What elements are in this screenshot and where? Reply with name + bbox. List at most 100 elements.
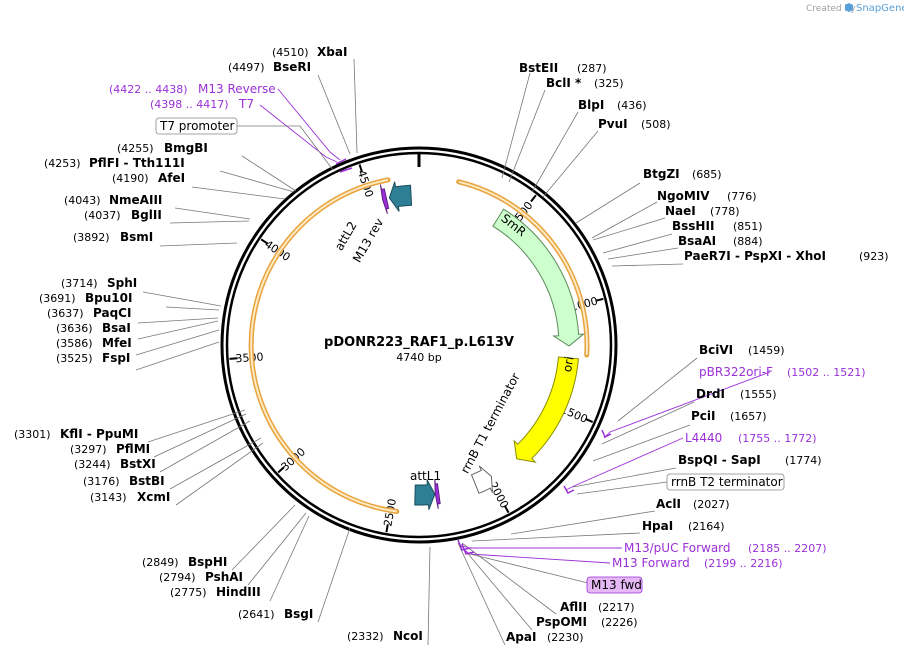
enzyme-label-bsteii[interactable]: BstEII (287)	[519, 61, 607, 75]
svg-text:(508): (508)	[641, 118, 671, 131]
svg-text:(3525): (3525)	[56, 352, 93, 365]
svg-text:M13/pUC Forward: M13/pUC Forward	[624, 541, 731, 555]
enzyme-label-pflfi-tth111i[interactable]: (4253) PflFI - Tth111I	[44, 156, 185, 170]
svg-text:(3143): (3143)	[90, 491, 127, 504]
enzyme-label-pcii[interactable]: PciI (1657)	[691, 409, 767, 423]
enzyme-label-kfli-ppumi[interactable]: (3301) KflI - PpuMI	[14, 427, 138, 441]
enzyme-label-xbai[interactable]: (4510) XbaI	[272, 45, 347, 59]
svg-text:BsmI: BsmI	[120, 230, 153, 244]
snapgene-logo-icon	[845, 3, 853, 12]
svg-text:(3691): (3691)	[39, 292, 76, 305]
svg-text:BsaAI: BsaAI	[678, 234, 716, 248]
enzyme-label-bpu10i[interactable]: (3691) Bpu10I	[39, 291, 132, 305]
enzyme-label-hindiii[interactable]: (2775) HindIII	[170, 585, 261, 599]
enzyme-label-pflmi[interactable]: (3297) PflMI	[70, 442, 150, 456]
enzyme-label-bcivi[interactable]: BciVI (1459)	[699, 343, 785, 357]
svg-text:pBR322ori-F: pBR322ori-F	[699, 365, 773, 379]
primer-label-m13-puc-forward[interactable]: M13/pUC Forward (2185 .. 2207)	[624, 541, 827, 555]
enzyme-label-bspqi-sapi[interactable]: BspQI - SapI (1774)	[678, 453, 822, 467]
svg-text:AfeI: AfeI	[158, 171, 185, 185]
feature-arrow-smr[interactable]	[492, 208, 586, 347]
feature-label-m13rev[interactable]: M13 rev	[350, 216, 386, 265]
enzyme-label-bstbi[interactable]: (3176) BstBI	[83, 474, 165, 488]
credit-brand[interactable]: SnapGene	[856, 3, 904, 14]
primer-label-l4440[interactable]: L4440 (1755 .. 1772)	[685, 431, 817, 445]
feature-label-attl1[interactable]: attL1	[410, 469, 441, 483]
svg-text:BciVI: BciVI	[699, 343, 733, 357]
primer-label-m13-forward[interactable]: M13 Forward (2199 .. 2216)	[612, 556, 783, 570]
enzyme-label-bglii[interactable]: (4037) BglII	[84, 208, 162, 222]
primer-label-pbr322ori-f[interactable]: pBR322ori-F (1502 .. 1521)	[699, 365, 866, 379]
enzyme-label-blpi[interactable]: BlpI (436)	[578, 98, 647, 112]
feature-arrow-attl1[interactable]	[414, 479, 436, 510]
enzyme-label-naei[interactable]: NaeI (778)	[665, 204, 740, 218]
primer-label-t7[interactable]: (4398 .. 4417) T7	[150, 97, 254, 111]
enzyme-label-bseri[interactable]: (4497) BseRI	[228, 60, 311, 74]
svg-text:(2641): (2641)	[238, 608, 275, 621]
feature-arrow-m13fwdbox[interactable]	[434, 479, 441, 509]
enzyme-label-pspomi[interactable]: PspOMI (2226)	[536, 615, 638, 629]
svg-text:MfeI: MfeI	[102, 336, 132, 350]
enzyme-label-bmgbi[interactable]: (4255) BmgBI	[117, 141, 208, 155]
svg-text:BtgZI: BtgZI	[643, 167, 680, 181]
enzyme-label-paqci[interactable]: (3637) PaqCI	[47, 306, 131, 320]
svg-text:BspHI: BspHI	[188, 555, 227, 569]
enzyme-label-pshai[interactable]: (2794) PshAI	[159, 570, 243, 584]
enzyme-label-acli[interactable]: AclI (2027)	[656, 497, 730, 511]
svg-text:(1774): (1774)	[785, 454, 822, 467]
svg-text:(685): (685)	[692, 168, 722, 181]
enzyme-label-bsgi[interactable]: (2641) BsgI	[238, 607, 313, 621]
enzyme-label-bsai[interactable]: (3636) BsaI	[56, 321, 131, 335]
enzyme-label-bsphi[interactable]: (2849) BspHI	[142, 555, 227, 569]
enzyme-label-btgzi[interactable]: BtgZI (685)	[643, 167, 722, 181]
orf-arc-inner-0	[458, 180, 588, 356]
svg-text:(2164): (2164)	[688, 520, 725, 533]
svg-text:BsaI: BsaI	[102, 321, 131, 335]
feature-label-rrnbt1[interactable]: rrnB T1 terminator	[458, 371, 523, 476]
enzyme-label-bsshii[interactable]: BssHII (851)	[672, 219, 763, 233]
svg-text:NaeI: NaeI	[665, 204, 696, 218]
enzyme-label-bcli[interactable]: BclI * (325)	[546, 76, 624, 90]
feature-label-ori[interactable]: ori	[560, 355, 576, 373]
svg-text:(2794): (2794)	[159, 571, 196, 584]
enzyme-label-paer7i-pspxi-xhoi[interactable]: PaeR7I - PspXI - XhoI (923)	[684, 249, 889, 263]
ruler-tick-3000	[277, 466, 285, 474]
enzyme-label-afei[interactable]: (4190) AfeI	[112, 171, 185, 185]
svg-text:(4037): (4037)	[84, 209, 121, 222]
svg-text:(2775): (2775)	[170, 586, 207, 599]
feature-box-m13-fwd[interactable]: M13 fwd	[586, 576, 643, 594]
feature-arrow-m13rev[interactable]	[379, 184, 390, 214]
feature-arrow-ori[interactable]	[513, 356, 579, 463]
svg-text:AflII: AflII	[560, 600, 587, 614]
enzyme-label-ncoi[interactable]: (2332) NcoI	[347, 629, 423, 643]
svg-text:BstXI: BstXI	[120, 457, 156, 471]
enzyme-label-xcmi[interactable]: (3143) XcmI	[90, 490, 170, 504]
enzyme-label-bstxi[interactable]: (3244) BstXI	[74, 457, 156, 471]
enzyme-label-nmeaiii[interactable]: (4043) NmeAIII	[64, 193, 162, 207]
feature-box-rrnb-t2[interactable]: rrnB T2 terminator	[666, 473, 785, 491]
svg-text:XbaI: XbaI	[317, 45, 347, 59]
enzyme-label-hpai[interactable]: HpaI (2164)	[642, 519, 725, 533]
ruler-tick-2000	[503, 505, 510, 514]
enzyme-label-mfei[interactable]: (3586) MfeI	[56, 336, 132, 350]
enzyme-label-sphi[interactable]: (3714) SphI	[61, 276, 137, 290]
feature-arrow-rrnbt1[interactable]	[470, 465, 494, 494]
svg-text:(4255): (4255)	[117, 142, 154, 155]
plasmid-length: 4740 bp	[396, 351, 441, 364]
enzyme-label-pvui[interactable]: PvuI (508)	[598, 117, 671, 131]
feature-box-t7-promoter[interactable]: T7 promoter	[155, 117, 238, 135]
enzyme-label-aflii[interactable]: AflII (2217)	[560, 600, 635, 614]
svg-text:(4253): (4253)	[44, 157, 81, 170]
enzyme-label-ngomiv[interactable]: NgoMIV (776)	[657, 189, 757, 203]
svg-text:ApaI: ApaI	[506, 630, 536, 644]
enzyme-label-drdi[interactable]: DrdI (1555)	[696, 387, 777, 401]
svg-text:PaeR7I - PspXI - XhoI: PaeR7I - PspXI - XhoI	[684, 249, 826, 263]
svg-text:BseRI: BseRI	[273, 60, 311, 74]
svg-text:T7: T7	[238, 97, 254, 111]
enzyme-label-bsmi[interactable]: (3892) BsmI	[73, 230, 153, 244]
enzyme-label-apai[interactable]: ApaI (2230)	[506, 630, 584, 644]
primer-label-m13-reverse[interactable]: (4422 .. 4438) M13 Reverse	[109, 82, 276, 96]
enzyme-label-bsaai[interactable]: BsaAI (884)	[678, 234, 763, 248]
enzyme-label-fspi[interactable]: (3525) FspI	[56, 351, 130, 365]
feature-arrow-attl2[interactable]	[388, 181, 413, 212]
